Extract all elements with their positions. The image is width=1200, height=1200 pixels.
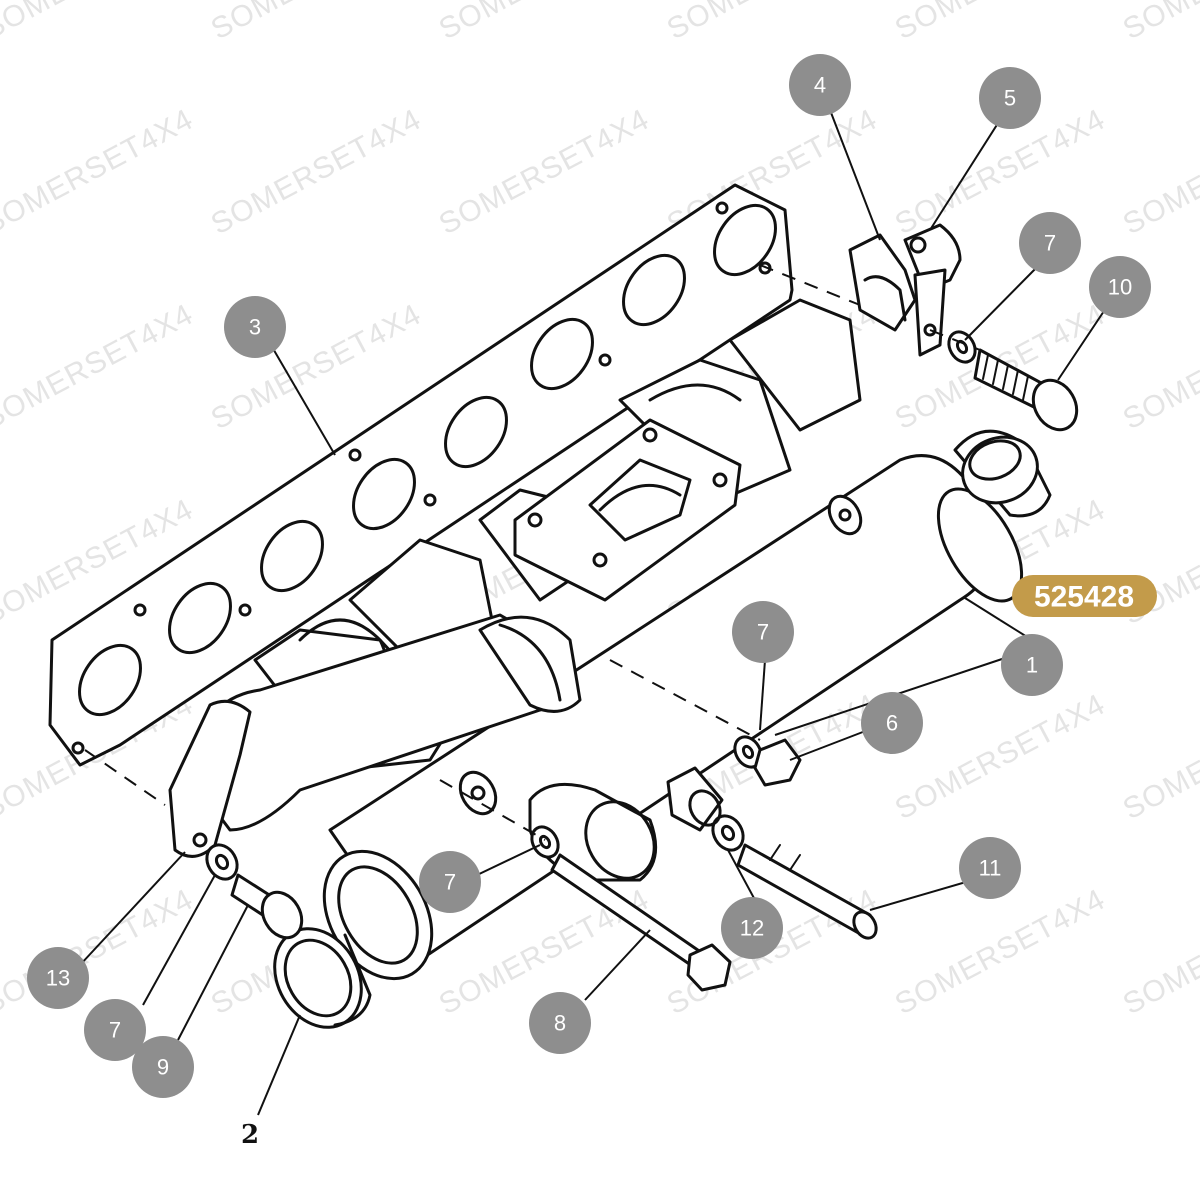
callout-badge: [27, 947, 89, 1009]
callout-label: 1: [1026, 653, 1038, 678]
heatshield-bracket: [848, 233, 917, 332]
callout-badge: [224, 296, 286, 358]
watermark-text: SOMERSET4X4: [1118, 298, 1200, 436]
manifold-gasket: [48, 183, 794, 767]
callout-badge: [529, 992, 591, 1054]
callout-label: 7: [444, 870, 456, 895]
callout-label: 8: [554, 1011, 566, 1036]
callout-label: 3: [249, 315, 261, 340]
callout-label: 11: [979, 856, 1002, 881]
mounting-stud-bracket: [903, 223, 962, 357]
watermark-text: SOMERSET4X4: [1118, 883, 1200, 1021]
part-number-text: 525428: [1034, 581, 1134, 614]
callout-badge: [132, 1036, 194, 1098]
leader-lines: [79, 109, 1109, 1116]
callout-badge: [1019, 212, 1081, 274]
callout-badge: [721, 897, 783, 959]
callout-label: 12: [740, 916, 764, 941]
callout-badge: [1001, 634, 1063, 696]
callout-label: 7: [1044, 231, 1056, 256]
callout-badge: [84, 999, 146, 1061]
callout-label: 5: [1004, 86, 1016, 111]
callout-label: 4: [814, 73, 826, 98]
watermark-text: SOMERSET4X4: [890, 0, 1111, 46]
callout-label: 6: [886, 711, 898, 736]
centre-lines: [84, 264, 981, 841]
callout-label: 7: [757, 620, 769, 645]
fasteners: [205, 330, 1079, 992]
watermark-text: SOMERSET4X4: [890, 883, 1111, 1021]
watermark-text: SOMERSET4X4: [0, 298, 199, 436]
watermark-text: SOMERSET4X4: [434, 0, 655, 46]
watermark-text: SOMERSET4X4: [890, 688, 1111, 826]
watermark-text: SOMERSET4X4: [206, 103, 427, 241]
watermark-text: SOMERSET4X4: [1118, 0, 1200, 46]
part-number-badge: 525428: [1012, 575, 1157, 617]
plain-callout-label: 2: [241, 1120, 259, 1150]
callout-badge: [732, 601, 794, 663]
callout-badge: [959, 837, 1021, 899]
watermark-text: SOMERSET4X4: [0, 103, 199, 241]
callout-label: 10: [1108, 275, 1132, 300]
sealing-ring: [273, 927, 372, 1029]
watermark-text: SOMERSET4X4: [1118, 103, 1200, 241]
callout-badge: [979, 67, 1041, 129]
watermark-text: SOMERSET4X4: [0, 0, 199, 46]
callout-label: 9: [157, 1055, 169, 1080]
callout-label: 7: [109, 1018, 121, 1043]
callout-badge: [789, 54, 851, 116]
watermark-text: SOMERSET4X4: [1118, 688, 1200, 826]
watermark-text: SOMERSET4X4: [434, 103, 655, 241]
callout-badge: [1089, 256, 1151, 318]
watermark-text: SOMERSET4X4: [206, 0, 427, 46]
callout-label: 13: [46, 966, 70, 991]
callout-badge: [861, 692, 923, 754]
watermark-text: SOMERSET4X4: [0, 883, 199, 1021]
watermark-text: SOMERSET4X4: [662, 0, 883, 46]
callout-badge: [419, 851, 481, 913]
exhaust-manifold: [168, 298, 1052, 981]
